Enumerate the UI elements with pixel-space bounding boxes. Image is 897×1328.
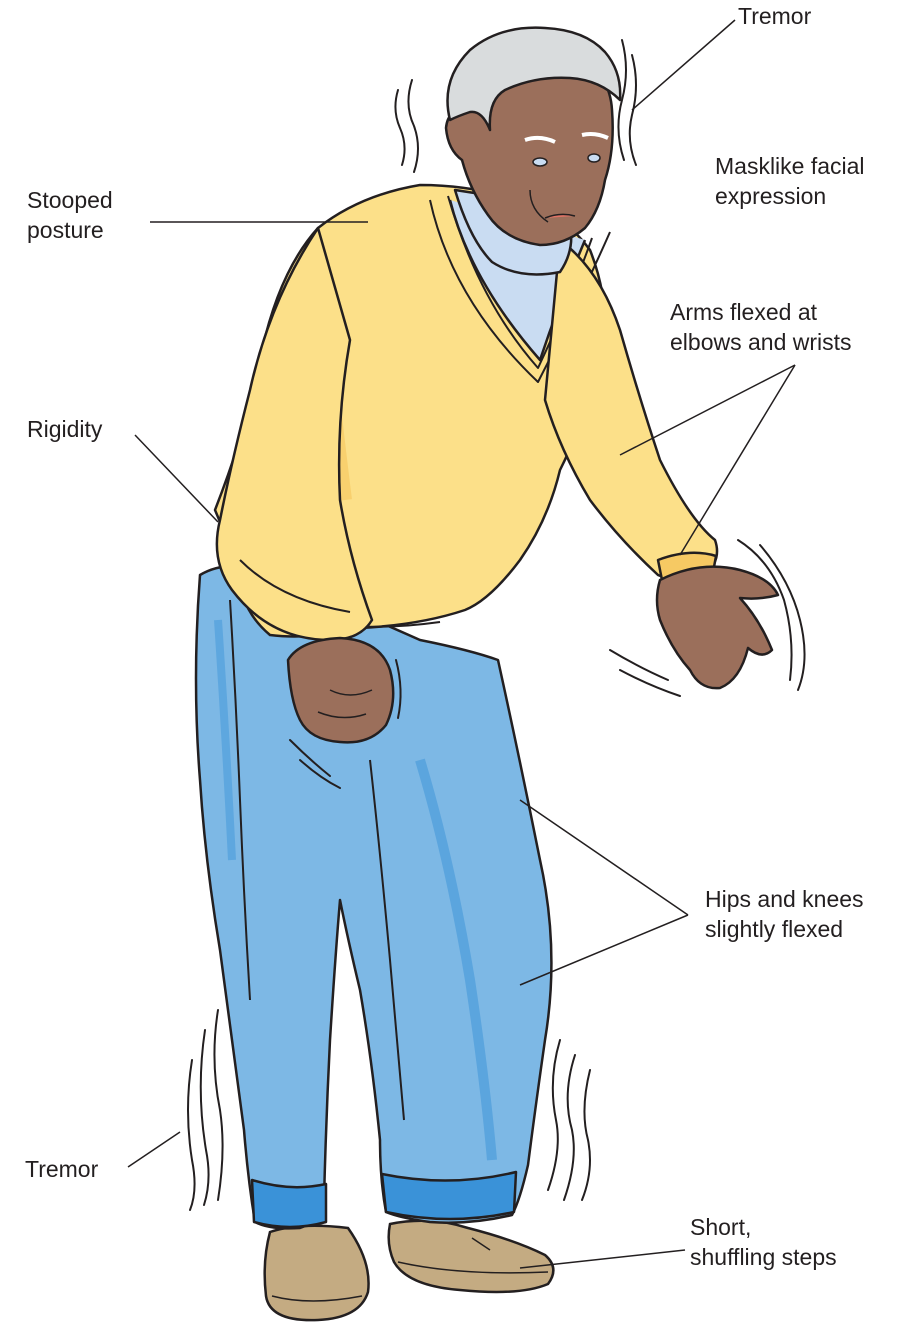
label-tremor-head: Tremor [738,2,811,32]
label-steps-line1: Short, [690,1213,837,1243]
leader-rigidity [135,435,218,522]
label-hips-line2: slightly flexed [705,915,864,945]
label-short-steps: Short, shuffling steps [690,1213,837,1273]
label-hips-line1: Hips and knees [705,885,864,915]
left-shoe [265,1226,369,1320]
label-stooped-line2: posture [27,216,113,246]
label-masklike-line1: Masklike facial [715,152,865,182]
label-hips-knees: Hips and knees slightly flexed [705,885,864,945]
leader-arms-1 [620,365,795,455]
label-steps-line2: shuffling steps [690,1243,837,1273]
label-arms-line1: Arms flexed at [670,298,852,328]
label-arms-line2: elbows and wrists [670,328,852,358]
leader-arms-2 [680,365,795,555]
label-masklike-line2: expression [715,182,865,212]
label-arms-flexed: Arms flexed at elbows and wrists [670,298,852,358]
label-masklike-expression: Masklike facial expression [715,152,865,212]
leader-tremor-head [632,20,735,110]
right-shoe [389,1221,554,1292]
leader-tremor-leg [128,1132,180,1167]
label-stooped-posture: Stooped posture [27,186,113,246]
label-stooped-line1: Stooped [27,186,113,216]
label-tremor-leg: Tremor [25,1155,98,1185]
label-rigidity: Rigidity [27,415,102,445]
